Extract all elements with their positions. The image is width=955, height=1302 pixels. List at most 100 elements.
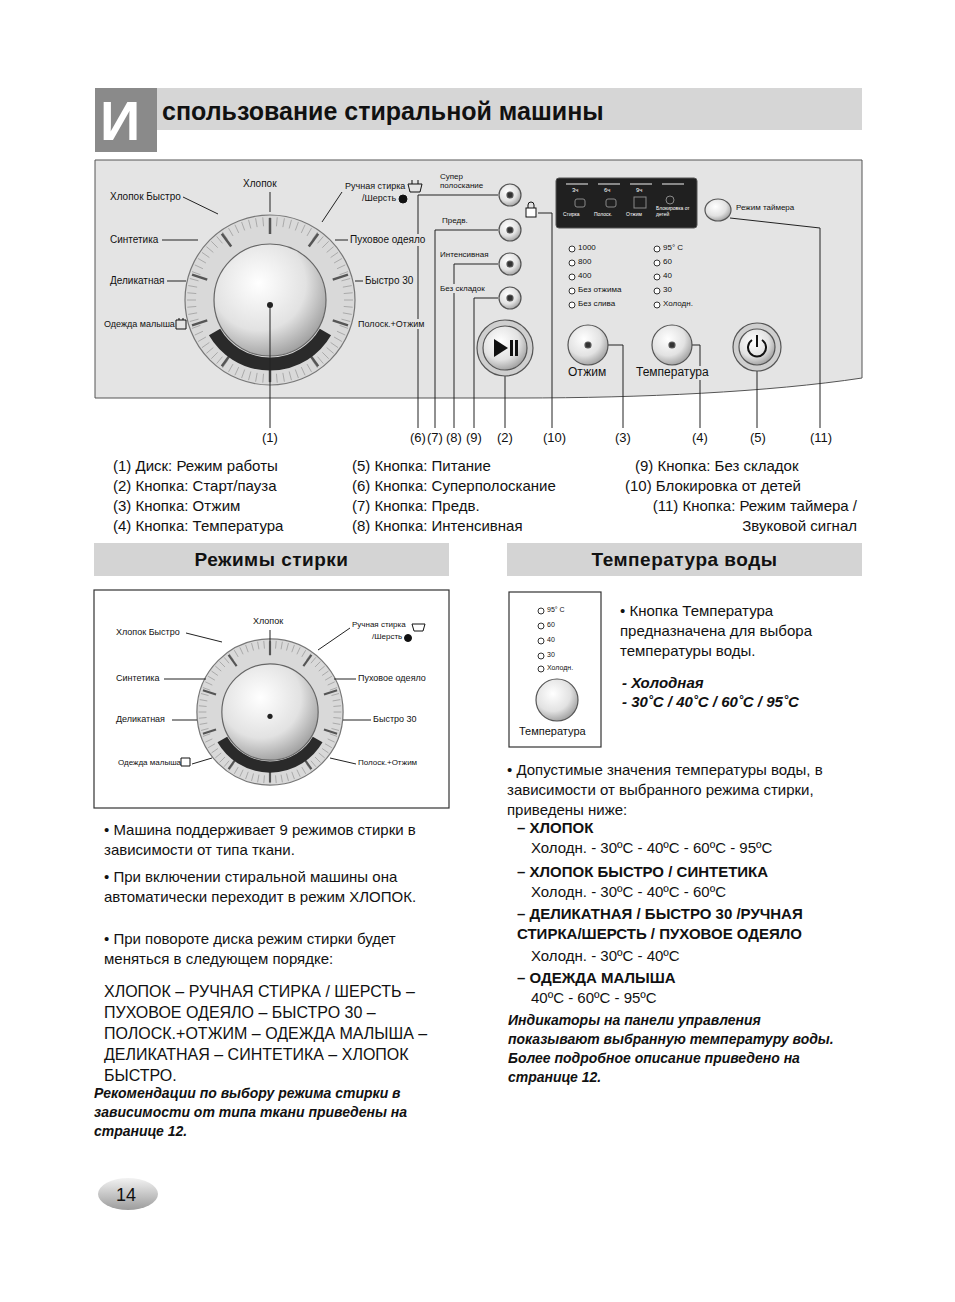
program-dial [281,775,282,783]
program-dial [206,348,213,354]
program-dial [328,739,335,742]
leader-line [186,633,222,642]
program-dial [222,234,231,247]
label-text: Супер полоскание [440,172,492,190]
program-dial [203,730,216,734]
control-panel [95,160,862,398]
indicator-led [569,302,575,308]
label-text: Отжим [568,366,606,380]
label-text: 40 [663,271,672,280]
label-text: 9ч [636,187,642,194]
program-dial [322,241,328,247]
display-window [575,199,585,207]
program-dial [331,694,338,696]
panel-button [669,342,675,348]
program-dial [283,218,285,227]
label-text: Режим таймера [736,203,794,212]
program-dial [229,364,234,372]
program-dial [311,657,316,663]
program-dial [200,700,208,701]
body-text: - Холодная [622,673,704,693]
label-text: Хлопок [243,178,277,190]
program-dial [286,773,288,780]
program-dial [295,222,298,230]
callout-number: (7) [427,431,443,446]
program-dial [307,364,312,372]
program-dial [256,218,258,227]
callout-description: (4) Кнопка: Температура [113,516,283,536]
callout-number: (5) [750,431,766,446]
display-window [662,183,684,185]
label-text: Блокировка от детей [656,206,694,218]
label-text: Температура [519,725,586,738]
leader-line [322,192,342,222]
fabric-icon [399,195,407,203]
program-dial [275,775,277,783]
leader-line [183,197,218,214]
indicator-led [538,623,544,629]
program-dial [211,352,217,358]
program-dial [200,723,208,724]
program-dial [220,662,225,667]
program-dial [325,676,332,680]
label-text: Без слива [578,299,615,308]
program-dial [301,225,305,233]
program-dial [199,705,207,707]
temperature-knob [536,679,578,721]
panel-button [499,253,521,275]
program-dial [215,666,221,671]
label-text: 95° C [663,243,683,252]
page-number-oval [98,1178,158,1210]
fabric-icon [181,758,190,766]
display-window [630,183,652,185]
program-dial [333,723,341,724]
program-dial [341,279,350,281]
callout-description: (7) Кнопка: Предв. [352,496,480,516]
callout-description: (9) Кнопка: Без складок [635,456,798,476]
program-dial [319,666,325,671]
fabric-icon [408,184,422,192]
program-dial [229,228,234,236]
display-window [666,196,674,204]
temperature-knob [536,679,578,721]
indicator-led [569,260,575,266]
label-text: Синтетика [110,234,158,246]
program-dial [269,641,271,655]
program-dial [318,357,324,364]
callout-description: (1) Диск: Режим работы [113,456,278,476]
program-dial [208,676,215,680]
program-dial [315,662,320,667]
panel-button [507,261,513,267]
label-text: 30 [547,651,555,659]
program-dial [197,639,343,785]
program-dial [303,655,311,666]
callout-description: (10) Блокировка от детей [625,476,801,496]
program-dial [195,265,203,269]
program-dial [262,217,264,226]
program-dial [211,241,217,247]
program-dial [208,744,215,748]
program-dial [333,717,341,719]
label-text: 95° C [547,606,565,614]
label-text: Холодн. [663,299,693,308]
label-text: 60 [547,621,555,629]
callout-description: (3) Кнопка: Отжим [113,496,240,516]
program-dial [242,222,245,230]
label-text: Полоск.+Отжим [358,319,425,329]
control-panel [95,160,862,398]
program-dial [240,647,243,654]
program-dial [276,217,278,226]
callout-number: (1) [262,431,278,446]
body-text: – ХЛОПОК БЫСТРО / СИНТЕТИКА [517,862,768,882]
label-text: 30 [663,285,672,294]
button-symbol [526,208,536,217]
program-dial [283,373,285,382]
program-dial [324,690,337,694]
indicator-led [538,666,544,672]
program-dial [258,775,259,783]
program-dial [235,225,239,233]
body-text: Холодн. - 30ºC - 40ºC [531,946,680,966]
program-dial [234,767,238,774]
leader-line [692,345,700,428]
title-band [95,88,862,152]
